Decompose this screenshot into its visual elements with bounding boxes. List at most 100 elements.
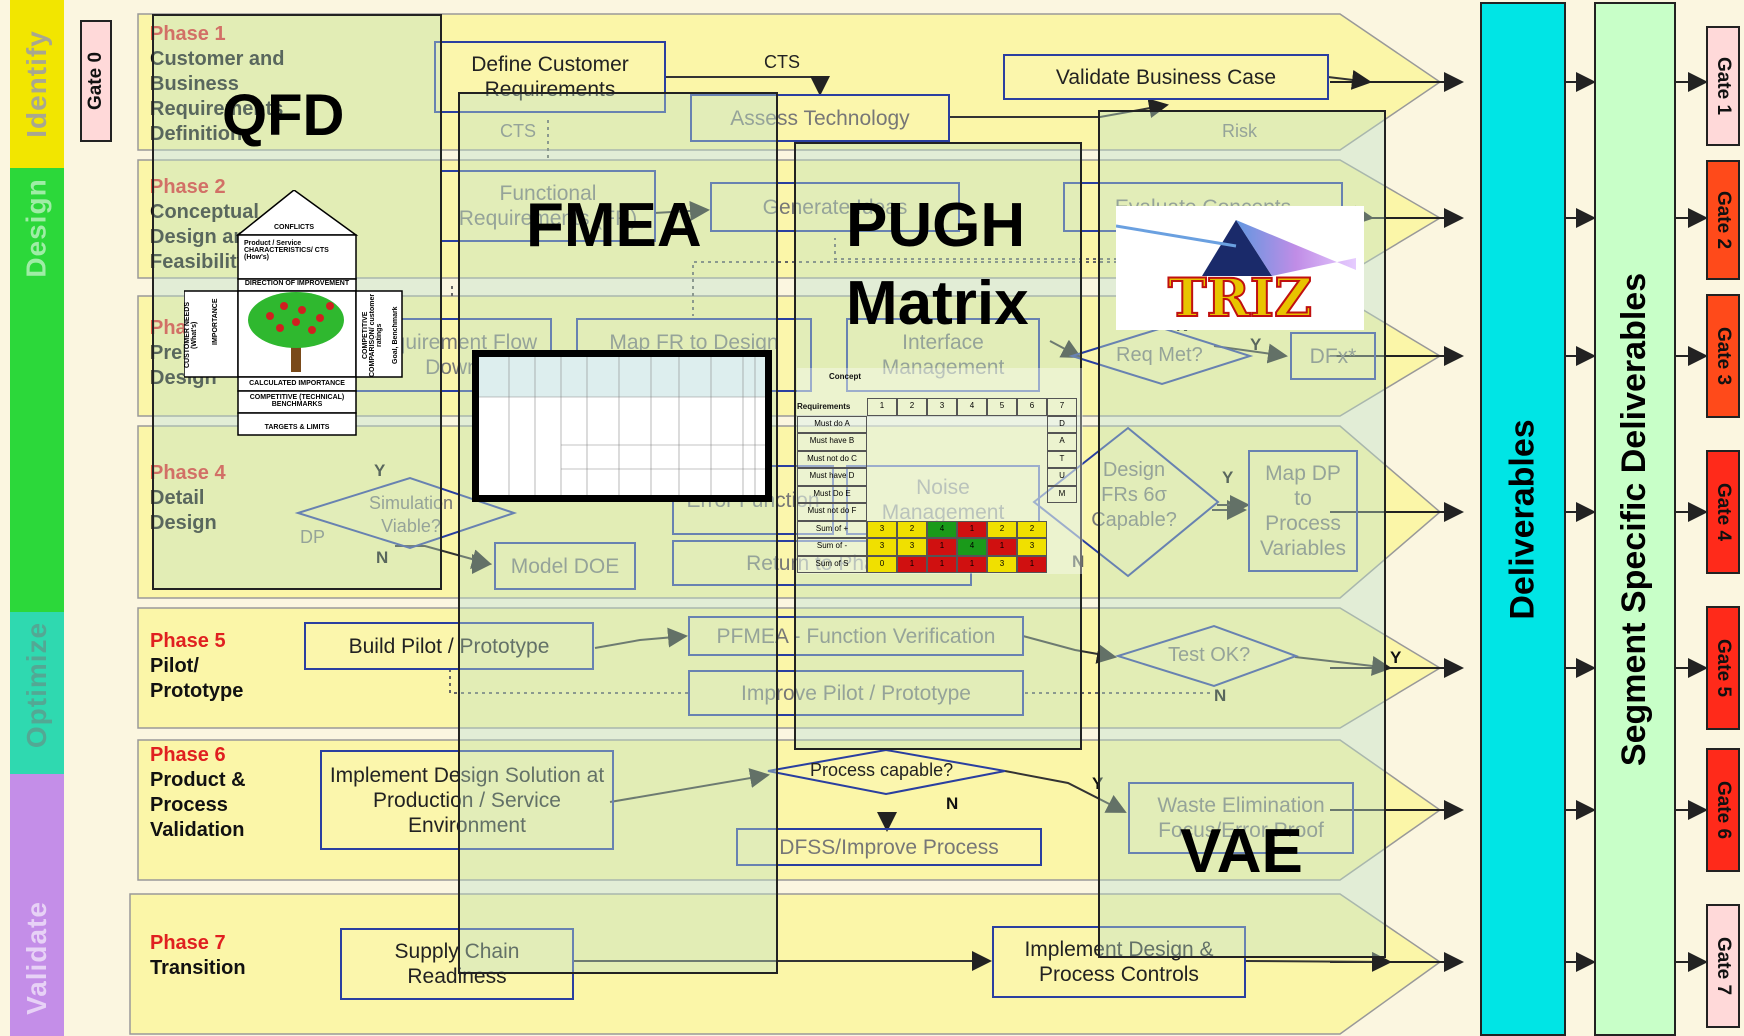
stage-label-design: Design bbox=[21, 178, 53, 278]
dfx-box[interactable]: DFx* bbox=[1290, 332, 1376, 380]
pugh-sum-cell: 1 bbox=[1017, 555, 1047, 573]
req-met-label: Req Met? bbox=[1116, 344, 1203, 366]
pugh-letter: D bbox=[1047, 415, 1077, 433]
pugh-sum-cell: 1 bbox=[957, 520, 987, 538]
qfd-technical: COMPETITIVE (TECHNICAL) BENCHMARKS bbox=[249, 394, 345, 408]
pugh-sum-cell: 3 bbox=[987, 555, 1017, 573]
design-frs-label: Design FRs 6σ Capable? bbox=[1091, 459, 1177, 531]
test-ok-yes: Y bbox=[1390, 648, 1402, 667]
triz-prism-graphic bbox=[1115, 220, 1356, 276]
phase-band-2 bbox=[137, 159, 1442, 279]
gate-2: Gate 2 bbox=[1706, 160, 1740, 280]
gate-1: Gate 1 bbox=[1706, 26, 1740, 146]
simulation-yes: Y bbox=[374, 461, 386, 480]
test-ok-label: Test OK? bbox=[1168, 644, 1251, 666]
implement-solution-box[interactable]: Implement Design Solution at Production … bbox=[320, 750, 614, 850]
pugh-sum-cell: 4 bbox=[927, 520, 957, 538]
define-customer-box[interactable]: Define Customer Requirements bbox=[434, 41, 666, 113]
simulation-diamond bbox=[294, 476, 518, 550]
qfd-benchmark: Goal, Benchmark bbox=[392, 306, 399, 364]
qfd-calculated: CALCULATED IMPORTANCE bbox=[249, 380, 345, 387]
dotted-arrows bbox=[449, 120, 1210, 694]
qfd-characteristics: Product / Service CHARACTERISTICS/ CTS (… bbox=[244, 240, 329, 261]
pugh-sum-label: Sum of S bbox=[797, 555, 867, 573]
pugh-sum-cell: 4 bbox=[957, 538, 987, 556]
pugh-sum-cell: 3 bbox=[1017, 538, 1047, 556]
phase-band-6 bbox=[137, 739, 1442, 881]
pugh-col-5: 5 bbox=[987, 398, 1017, 416]
fmea-overlay bbox=[458, 92, 778, 974]
decision-shapes bbox=[294, 326, 1299, 796]
phase-band-4 bbox=[137, 425, 1442, 599]
generate-ideas-box[interactable]: Generate Ideas bbox=[710, 182, 960, 232]
fmea-table-image bbox=[472, 350, 772, 502]
dp-label: DP bbox=[300, 527, 326, 547]
pugh-col-3: 3 bbox=[927, 398, 957, 416]
gate-7: Gate 7 bbox=[1706, 904, 1740, 1028]
deliverables-column: Deliverables bbox=[1480, 2, 1566, 1036]
build-pilot-box[interactable]: Build Pilot / Prototype bbox=[304, 622, 594, 670]
pugh-requirements-label: Requirements bbox=[797, 402, 851, 411]
pugh-row-label: Must have B bbox=[797, 433, 867, 451]
pugh-sum-cell: 1 bbox=[987, 538, 1017, 556]
gate-0: Gate 0 bbox=[80, 20, 112, 142]
risk-label: Risk bbox=[1222, 121, 1257, 141]
waste-elim-box[interactable]: Waste Elimination Focus/Error Proof bbox=[1128, 782, 1354, 854]
cts-top-label: CTS bbox=[764, 52, 800, 72]
deliverable-arrows bbox=[1330, 72, 1708, 972]
pugh-letter: T bbox=[1047, 450, 1077, 468]
supply-chain-box[interactable]: Supply Chain Readiness bbox=[340, 928, 574, 1000]
stage-label-identify: Identify bbox=[21, 30, 52, 138]
dfss-improve-box[interactable]: DFSS/Improve Process bbox=[736, 828, 1042, 866]
pugh-row-label: Must do A bbox=[797, 415, 867, 433]
qfd-label: QFD bbox=[222, 83, 345, 148]
segment-deliverables-column: Segment Specific Deliverables bbox=[1594, 2, 1676, 1036]
qfd-conflicts: CONFLICTS bbox=[273, 224, 315, 231]
pugh-col-1: 1 bbox=[867, 398, 897, 416]
assess-technology-box[interactable]: Assess Technology bbox=[690, 94, 950, 142]
stage-label-optimize: Optimize bbox=[21, 621, 53, 749]
pugh-sum-cell: 3 bbox=[867, 520, 897, 538]
pugh-sum-cell: 3 bbox=[897, 538, 927, 556]
pugh-col-6: 6 bbox=[1017, 398, 1047, 416]
pugh-col-4: 4 bbox=[957, 398, 987, 416]
model-doe-box[interactable]: Model DOE bbox=[494, 542, 636, 590]
pfmea-box[interactable]: PFMEA - Function Verification bbox=[688, 616, 1024, 656]
fmea-label: FMEA bbox=[526, 191, 702, 260]
design-frs-yes: Y bbox=[1222, 468, 1234, 487]
pugh-sum-cell: 1 bbox=[927, 555, 957, 573]
phase-band-5 bbox=[137, 607, 1442, 729]
req-met-yes: Y bbox=[1250, 335, 1262, 354]
pugh-row-label: Must Do E bbox=[797, 485, 867, 503]
pugh-row-label: Must not do F bbox=[797, 503, 867, 521]
simulation-label: Simulation Viable? bbox=[368, 493, 454, 536]
test-ok-diamond bbox=[1114, 624, 1299, 688]
stage-validate bbox=[10, 774, 64, 1036]
simulation-no: N bbox=[376, 548, 389, 567]
pugh-sum-cell: 2 bbox=[1017, 520, 1047, 538]
pugh-overlay bbox=[794, 142, 1082, 750]
pugh-sum-label: Sum of - bbox=[797, 538, 867, 556]
functional-req-box[interactable]: Functional Requirements (FR) bbox=[440, 170, 656, 242]
implement-controls-box[interactable]: Implement Design & Process Controls bbox=[992, 926, 1246, 998]
gate-5: Gate 5 bbox=[1706, 606, 1740, 730]
qfd-importance: IMPORTANCE bbox=[212, 298, 219, 346]
pugh-sum-cell: 3 bbox=[867, 538, 897, 556]
pugh-sum-label: Sum of + bbox=[797, 520, 867, 538]
interface-mgmt-box[interactable]: Interface Management bbox=[846, 318, 1040, 392]
matrix-label: Matrix bbox=[846, 269, 1029, 338]
process-capable-yes: Y bbox=[1092, 774, 1104, 793]
stage-label-validate: Validate bbox=[21, 901, 52, 1015]
pugh-row-label: Must have D bbox=[797, 468, 867, 486]
pugh-col-7: 7 bbox=[1047, 398, 1077, 416]
cts-mid-label: CTS bbox=[500, 121, 536, 141]
pugh-letter: A bbox=[1047, 433, 1077, 451]
map-dp-box[interactable]: Map DP to Process Variables bbox=[1248, 450, 1358, 572]
validate-business-box[interactable]: Validate Business Case bbox=[1003, 54, 1329, 100]
pugh-label: PUGH bbox=[846, 191, 1026, 260]
improve-pilot-box[interactable]: Improve Pilot / Prototype bbox=[688, 670, 1024, 716]
pugh-letter: M bbox=[1047, 485, 1077, 503]
